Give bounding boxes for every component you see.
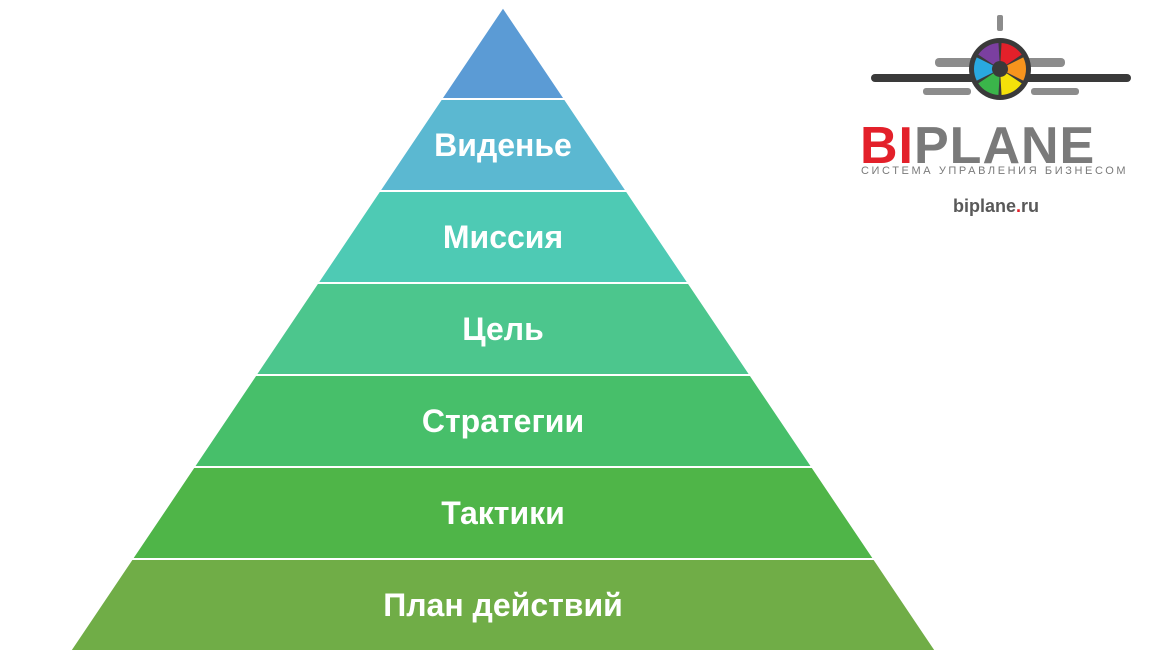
pyramid-level — [439, 5, 567, 100]
wheel-segment — [1000, 43, 1022, 65]
wheel-segment — [1000, 73, 1022, 95]
pyramid-level-label: Миссия — [443, 219, 563, 255]
wheel-segment — [974, 57, 993, 81]
site-name: biplane — [953, 196, 1017, 216]
site-tld: ru — [1021, 196, 1040, 216]
pyramid-level-label: План действий — [383, 587, 623, 623]
pyramid-level-label: Виденье — [434, 127, 572, 163]
wheel-segment — [978, 43, 1000, 65]
pyramid-level — [68, 558, 938, 652]
pyramid-level-label: Тактики — [441, 495, 565, 531]
brand-name: BIPLANE — [860, 120, 1095, 172]
brand-tagline: СИСТЕМА УПРАВЛЕНИЯ БИЗНЕСОМ — [861, 165, 1129, 177]
site-link[interactable]: biplane.ru — [953, 196, 1039, 217]
biplane-logo: BIPLANE СИСТЕМА УПРАВЛЕНИЯ БИЗНЕСОМ bipl… — [855, 12, 1155, 222]
biplane-emblem-icon — [871, 15, 1131, 100]
wheel-segment — [1007, 57, 1026, 81]
color-wheel-icon — [969, 38, 1031, 100]
brand-accent: BI — [860, 117, 914, 175]
pyramid-level-label: Цель — [462, 311, 544, 347]
pyramid-level-label: Стратегии — [422, 403, 584, 439]
brand-rest: PLANE — [914, 117, 1096, 175]
wheel-segment — [978, 73, 1000, 95]
site-dot: . — [1016, 196, 1022, 216]
